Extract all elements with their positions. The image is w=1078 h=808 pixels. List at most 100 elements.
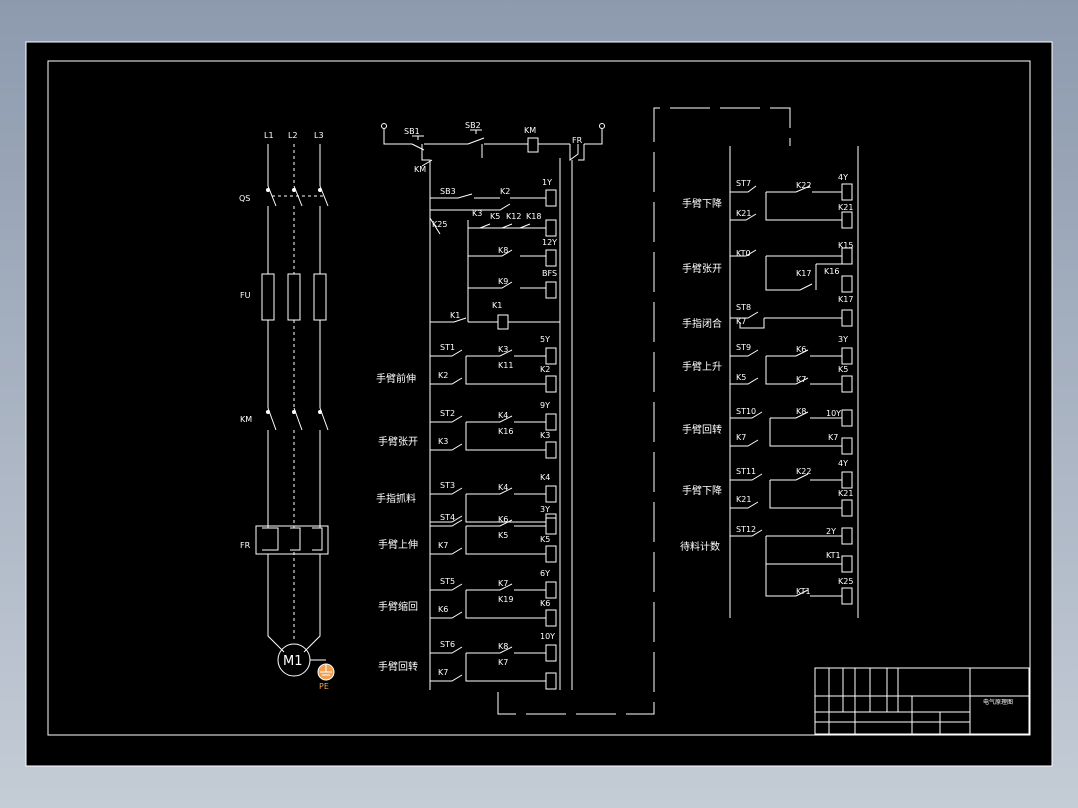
- km-hold-label: KM: [414, 165, 426, 174]
- right-coil: [841, 275, 853, 293]
- control-header: SB1 SB2 KM FR KM: [381, 121, 605, 690]
- left-rung-label: K5: [498, 531, 508, 540]
- right-desc-3: 手指闭合: [682, 317, 722, 330]
- right-rung-label: K7: [736, 433, 746, 442]
- left-rung: [430, 646, 546, 682]
- left-rung-label: ST6: [440, 640, 455, 649]
- lbl-1y: 1Y: [542, 178, 552, 187]
- fr-contact-label: FR: [572, 136, 583, 145]
- left-coil: [545, 581, 557, 599]
- title-block-name: 电气原理图: [983, 698, 1013, 706]
- sb2-button: [467, 129, 485, 145]
- left-rung-label: ST4: [440, 513, 455, 522]
- right-rung-label: KT1: [826, 551, 841, 560]
- left-rung: [430, 583, 546, 619]
- left-rung: [430, 519, 546, 555]
- left-rung-label: K7: [498, 579, 508, 588]
- right-rung-label: K7: [796, 375, 806, 384]
- right-rung-label: K22: [796, 467, 811, 476]
- left-rung-label: ST5: [440, 577, 455, 586]
- left-desc-6: 手臂回转: [378, 660, 418, 673]
- lbl-k8: K8: [498, 246, 508, 255]
- left-rung: [430, 487, 546, 523]
- right-rung-label: 10Y: [826, 409, 841, 418]
- right-coil: [841, 211, 853, 229]
- right-coil: [841, 499, 853, 517]
- power-circuit: L1 L2 L3 QS FU KM FR M1: [239, 131, 335, 691]
- right-desc-2: 手臂张开: [682, 262, 722, 275]
- right-rung-label: K17: [838, 295, 853, 304]
- left-rung-label: K2: [540, 365, 550, 374]
- fr-contact: [569, 144, 585, 161]
- right-rung-label: ST8: [736, 303, 751, 312]
- control-rails-left: [429, 158, 561, 690]
- control-supply-line: [383, 129, 603, 145]
- right-coil: [841, 471, 853, 489]
- right-coil: [841, 309, 853, 327]
- right-descriptions: 手臂下降 手臂张开 手指闭合 手臂上升 手臂回转 手臂下降 待料计数: [680, 197, 722, 553]
- right-desc-1: 手臂下降: [682, 197, 722, 210]
- motor-feed-wires: [267, 554, 321, 653]
- left-rung-label: 10Y: [540, 632, 555, 641]
- right-rung-label: 4Y: [838, 173, 848, 182]
- lbl-k3: K3: [472, 209, 482, 218]
- right-coil: [841, 437, 853, 455]
- sb1-label: SB1: [404, 127, 420, 136]
- left-rung-label: K4: [498, 483, 508, 492]
- lbl-k1a: K1: [450, 311, 460, 320]
- left-rung: [430, 415, 546, 451]
- left-coil: [545, 609, 557, 627]
- left-desc-5: 手臂缩回: [378, 600, 418, 613]
- left-rung-label: K6: [438, 605, 448, 614]
- lbl-k18: K18: [526, 212, 541, 221]
- earth-label: PE: [319, 682, 329, 691]
- fr-thermal-relay: [255, 525, 329, 555]
- left-rung-label: K6: [540, 599, 550, 608]
- fr-label: FR: [240, 541, 251, 550]
- left-coil: [545, 413, 557, 431]
- fuse-l2: [287, 273, 301, 321]
- left-rung-label: K6: [498, 515, 508, 524]
- left-coil: [545, 375, 557, 393]
- motor-label: M1: [283, 654, 303, 669]
- phase-label-l2: L2: [288, 131, 298, 140]
- right-desc-5: 手臂回转: [682, 423, 722, 436]
- phase-label-l3: L3: [314, 131, 324, 140]
- left-rung-label: K8: [498, 642, 508, 651]
- sheet-background: [25, 41, 1053, 767]
- km-hold-branch: [421, 144, 483, 168]
- right-rung-label: ST12: [736, 525, 756, 534]
- right-desc-4: 手臂上升: [682, 360, 722, 373]
- fu-label: FU: [240, 291, 251, 300]
- right-rung-label: K25: [838, 577, 853, 586]
- lbl-k2: K2: [500, 187, 510, 196]
- qs-label: QS: [239, 194, 250, 203]
- right-rung-label: K15: [838, 241, 853, 250]
- k1-rung: [430, 317, 560, 323]
- right-coil: [841, 347, 853, 365]
- dashed-link-frame: [497, 107, 791, 715]
- left-rung-label: K11: [498, 361, 513, 370]
- left-rung-label: K4: [498, 411, 508, 420]
- right-desc-7: 待料计数: [680, 540, 720, 553]
- right-rung-label: ST11: [736, 467, 756, 476]
- k25-contact: [429, 217, 441, 250]
- right-coil: [841, 409, 853, 427]
- left-rung-label: ST2: [440, 409, 455, 418]
- right-coil: [841, 555, 853, 573]
- right-ladder: [729, 146, 859, 618]
- right-rung-label: K16: [824, 267, 839, 276]
- right-coil: [841, 527, 853, 545]
- title-block: 电气原理图: [814, 667, 1030, 735]
- right-rung-label: 4Y: [838, 459, 848, 468]
- km-coil-label: KM: [524, 126, 536, 135]
- right-rung-label: K17: [796, 269, 811, 278]
- lbl-k9: K9: [498, 277, 508, 286]
- left-coil: [545, 441, 557, 459]
- left-rung-label: 6Y: [540, 569, 550, 578]
- right-rung-label: ST9: [736, 343, 751, 352]
- drawing-border: [47, 60, 1031, 736]
